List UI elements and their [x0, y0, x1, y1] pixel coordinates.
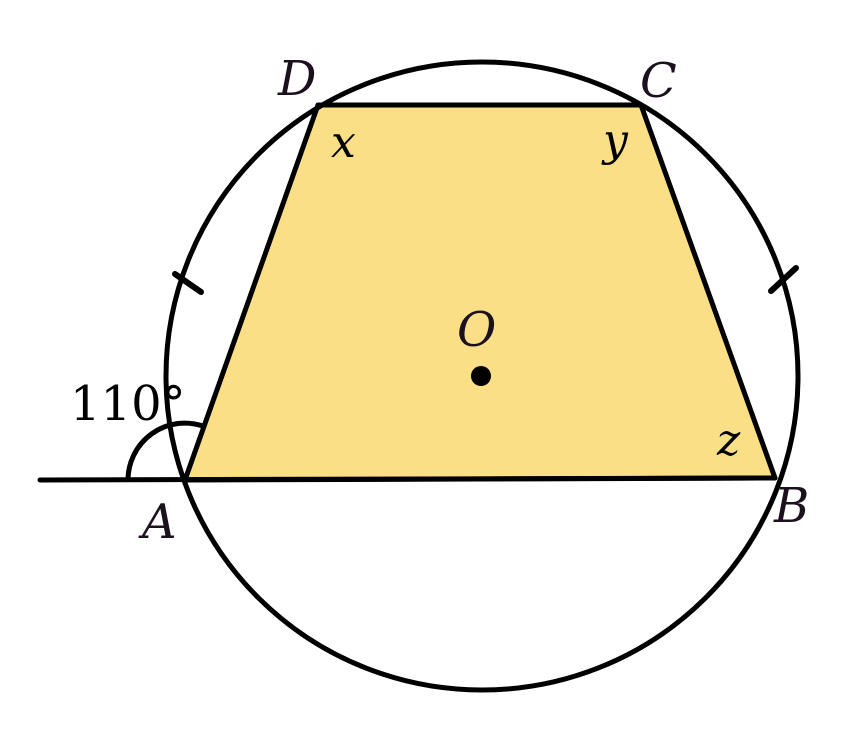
vertex-label-a: A — [138, 494, 177, 550]
exterior-angle-arc — [125, 420, 204, 481]
arc-tick-mark-left — [172, 271, 204, 295]
arc-tick-mark-right — [768, 265, 799, 294]
angle-label-z: z — [716, 415, 741, 466]
angle-label-x: x — [331, 117, 356, 168]
center-point — [471, 366, 491, 386]
angle-label-y: y — [601, 115, 629, 166]
center-label-o: O — [457, 302, 496, 358]
trapezoid-abcd — [182, 102, 778, 483]
circumcircle — [163, 59, 801, 693]
vertex-label-d: D — [277, 51, 316, 107]
extended-base-line — [37, 475, 778, 483]
vertex-label-c: C — [640, 53, 677, 109]
exterior-angle-label: 110° — [70, 376, 186, 432]
vertex-label-b: B — [773, 478, 809, 534]
